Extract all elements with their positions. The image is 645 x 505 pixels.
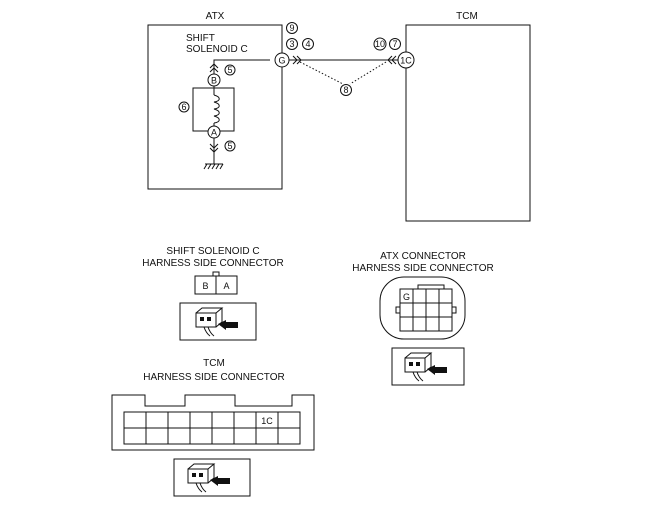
callout-7 (389, 38, 401, 50)
solenoid-insertion-box (179, 302, 257, 341)
tcm-connector-title2: HARNESS SIDE CONNECTOR (143, 372, 285, 383)
callouts-1c: 10 7 (373, 37, 401, 51)
connector-insertion-arrow-icon (404, 352, 447, 382)
callout-3 (286, 38, 298, 50)
leader-8-left (299, 61, 344, 85)
callout-6 (178, 101, 190, 113)
tcm-connector-shell (111, 394, 315, 451)
chevron-icon (209, 63, 219, 73)
tcm-connector-title1: TCM (203, 358, 225, 369)
solenoid-connector-title1: SHIFT SOLENOID C (166, 246, 259, 257)
coil-bracket-left (192, 87, 214, 132)
callout-5-bottom-label: 5 (227, 141, 232, 151)
atx-block: ATX SHIFT SOLENOID C B 5 6 A (147, 11, 290, 190)
atx-connector-title2: HARNESS SIDE CONNECTOR (352, 263, 494, 274)
callout-8 (340, 84, 352, 96)
callout-10-label: 10 (375, 39, 385, 49)
terminal-a-label: A (211, 128, 217, 138)
coil-bracket-right (214, 87, 235, 132)
terminal-b-label: B (211, 76, 217, 86)
callouts-g: 9 3 4 (286, 22, 314, 50)
solenoid-connector: SHIFT SOLENOID C HARNESS SIDE CONNECTOR … (142, 246, 284, 341)
atx-insertion-box (391, 347, 465, 386)
chevron-icon (209, 143, 219, 153)
connector-insertion-arrow-icon (195, 307, 238, 337)
tcm-block: TCM 1C (397, 11, 531, 222)
atx-component-line2: SOLENOID C (186, 44, 248, 55)
atx-title: ATX (206, 11, 225, 22)
ground-symbol-icon (203, 163, 224, 170)
leader-8-right (349, 61, 387, 85)
callout-5-top (224, 64, 236, 76)
connector-insertion-arrow-icon (187, 463, 230, 493)
chevron-icon (292, 55, 302, 65)
callout-7-label: 7 (392, 39, 397, 49)
callout-9 (286, 22, 298, 34)
wire-g-to-b (213, 59, 270, 74)
tcm-connector-pin-1c: 1C (261, 416, 273, 426)
atx-connector-title1: ATX CONNECTOR (380, 251, 466, 262)
tcm-box (405, 24, 531, 222)
atx-connector: ATX CONNECTOR HARNESS SIDE CONNECTOR G (352, 251, 494, 386)
terminal-1c-label: 1C (400, 56, 412, 66)
coil-symbol-icon (213, 94, 220, 124)
solenoid-pin-a: A (223, 281, 229, 291)
callout-4-label: 4 (305, 39, 310, 49)
chevron-icon (387, 55, 397, 65)
tcm-insertion-box (173, 458, 251, 497)
atx-box (147, 24, 283, 190)
callout-10 (373, 37, 387, 51)
callout-3-label: 3 (289, 39, 294, 49)
harness-wire: 8 (289, 55, 398, 96)
atx-connector-pin-g: G (403, 292, 410, 302)
tcm-title: TCM (456, 11, 478, 22)
terminal-g-label: G (278, 56, 285, 66)
callout-8-label: 8 (343, 85, 348, 95)
atx-component-line1: SHIFT (186, 33, 215, 44)
solenoid-connector-title2: HARNESS SIDE CONNECTOR (142, 258, 284, 269)
solenoid-pin-b: B (202, 281, 208, 291)
tcm-connector: TCM HARNESS SIDE CONNECTOR 1C (111, 358, 315, 497)
callout-5-bottom (224, 140, 236, 152)
callout-9-label: 9 (289, 23, 294, 33)
callout-4 (302, 38, 314, 50)
callout-6-label: 6 (181, 102, 186, 112)
atx-connector-latch (417, 284, 445, 290)
atx-connector-outline (379, 276, 466, 340)
solenoid-connector-latch (212, 271, 220, 277)
callout-5-top-label: 5 (227, 65, 232, 75)
